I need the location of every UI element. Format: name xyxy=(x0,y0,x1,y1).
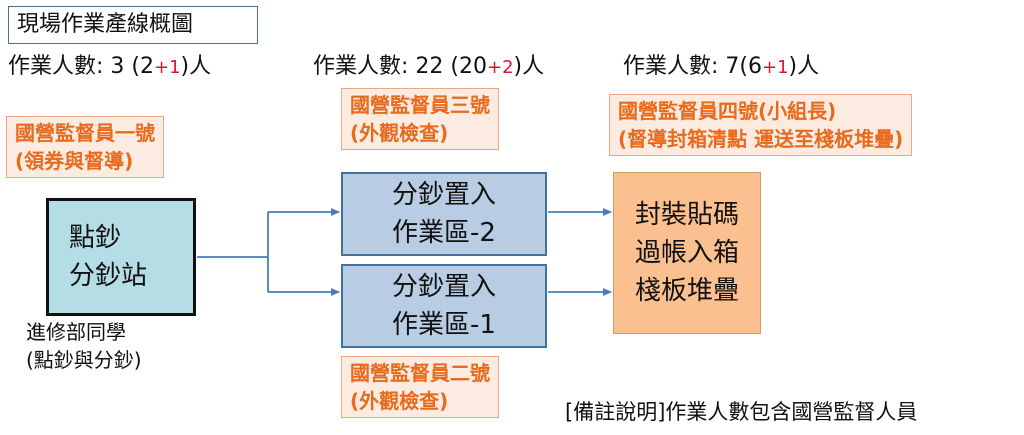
count-text: 作業人數: 3 (2 xyxy=(8,54,154,79)
staff-role: (點鈔與分鈔) xyxy=(26,348,142,372)
zone-label: 作業區-2 xyxy=(392,218,496,248)
zone-label: 分鈔置入 xyxy=(391,180,496,210)
pack-label: 棧板堆疊 xyxy=(634,276,739,306)
counting-station: 點鈔 分鈔站 xyxy=(46,198,196,316)
zone-2: 分鈔置入 作業區-2 xyxy=(341,172,547,256)
supervisor-1-tag: 國營監督員一號 (領券與督導) xyxy=(6,116,164,178)
count-suffix: )人 xyxy=(513,54,545,79)
supervisor-name: 國營監督員一號 xyxy=(15,121,155,145)
count-text: 作業人數: 7(6 xyxy=(623,54,762,79)
count-suffix: )人 xyxy=(788,54,820,79)
station-staff-note: 進修部同學 (點鈔與分鈔) xyxy=(26,318,142,374)
zone-label: 作業區-1 xyxy=(392,310,496,340)
staff-label: 進修部同學 xyxy=(26,320,126,344)
supervisor-name: 國營監督員三號 xyxy=(350,93,490,117)
diagram-title: 現場作業產線概圖 xyxy=(8,6,258,44)
count-text: 作業人數: 22 (20 xyxy=(313,54,487,79)
count-extra: +1 xyxy=(153,57,181,78)
supervisor-role: (領券與督導) xyxy=(15,149,134,173)
station-label: 分鈔站 xyxy=(69,261,148,291)
count-stage-2: 作業人數: 22 (20+2)人 xyxy=(313,52,544,83)
packing-station: 封裝貼碼 過帳入箱 棧板堆疊 xyxy=(613,172,761,334)
supervisor-3-tag: 國營監督員三號 (外觀檢查) xyxy=(341,88,499,150)
pack-label: 封裝貼碼 xyxy=(634,200,739,230)
count-stage-1: 作業人數: 3 (2+1)人 xyxy=(8,52,211,83)
supervisor-2-tag: 國營監督員二號 (外觀檢查) xyxy=(341,356,499,418)
count-extra: +2 xyxy=(486,57,514,78)
count-suffix: )人 xyxy=(180,54,212,79)
supervisor-4-tag: 國營監督員四號(小組長) (督導封箱清點 運送至棧板堆疊) xyxy=(609,94,913,156)
count-extra: +1 xyxy=(761,57,789,78)
zone-1: 分鈔置入 作業區-1 xyxy=(341,264,547,348)
zone-label: 分鈔置入 xyxy=(391,272,496,302)
supervisor-role: (外觀檢查) xyxy=(350,389,449,413)
pack-label: 過帳入箱 xyxy=(634,238,739,268)
station-label: 點鈔 xyxy=(69,223,122,253)
count-stage-3: 作業人數: 7(6+1)人 xyxy=(623,52,819,83)
supervisor-name: 國營監督員四號(小組長) xyxy=(618,99,837,123)
footnote: [備註說明]作業人數包含國營監督人員 xyxy=(565,400,918,424)
supervisor-role: (外觀檢查) xyxy=(350,121,449,145)
supervisor-role: (督導封箱清點 運送至棧板堆疊) xyxy=(618,127,904,151)
supervisor-name: 國營監督員二號 xyxy=(350,361,490,385)
